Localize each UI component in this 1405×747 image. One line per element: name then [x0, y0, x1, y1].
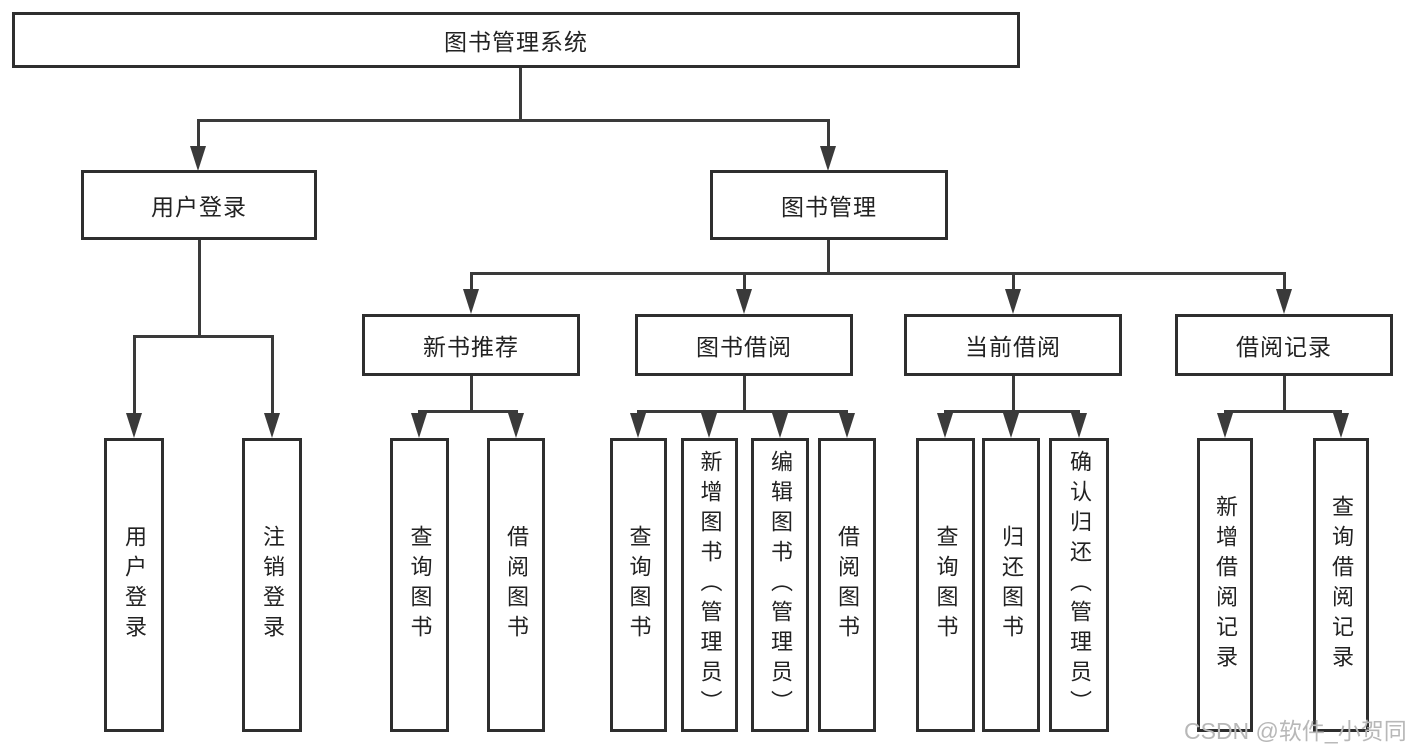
connector-borrow-record-hline: [1224, 410, 1342, 413]
leaf-add-borrow-record: 新增借阅记录: [1197, 438, 1253, 732]
leaf-borrow-books-recommend-label: 借阅图书: [504, 525, 529, 645]
arrow-down-icon: [1003, 413, 1019, 438]
node-new-book-recommend: 新书推荐: [362, 314, 580, 376]
connector-book-borrow-hline: [637, 410, 848, 413]
arrow-down-icon: [937, 413, 953, 438]
leaf-add-borrow-record-label: 新增借阅记录: [1213, 495, 1238, 675]
leaf-query-books-recommend-label: 查询图书: [407, 525, 433, 645]
arrow-down-icon: [264, 413, 280, 438]
arrow-down-icon: [190, 146, 206, 171]
connector-root-trunk: [519, 68, 522, 121]
arrow-down-icon: [126, 413, 142, 438]
arrow-down-icon: [1005, 289, 1021, 314]
leaf-query-books-current: 查询图书: [916, 438, 975, 732]
arrow-down-icon: [508, 413, 524, 438]
connector-new-book-trunk: [470, 376, 473, 412]
node-borrow-record-label: 借阅记录: [1236, 334, 1332, 360]
node-library-system-label: 图书管理系统: [444, 29, 588, 55]
leaf-query-books-recommend: 查询图书: [390, 438, 449, 732]
leaf-return-books: 归还图书: [982, 438, 1040, 732]
node-book-management-label: 图书管理: [781, 194, 877, 220]
connector-new-book-hline: [418, 410, 518, 413]
connector-borrow-record-trunk: [1283, 376, 1286, 412]
connector-to-new-book: [470, 272, 473, 294]
connector-level3-hline: [470, 272, 1286, 275]
leaf-confirm-return-admin-label: 确认归还（管理员）: [1067, 450, 1092, 720]
connector-to-book-borrow: [743, 272, 746, 294]
leaf-query-books-borrow: 查询图书: [610, 438, 667, 732]
csdn-watermark: CSDN @软件_小贺同学: [1184, 718, 1405, 744]
arrow-down-icon: [820, 146, 836, 171]
connector-to-user-login: [197, 119, 200, 149]
leaf-query-books-current-label: 查询图书: [933, 525, 959, 645]
node-user-login: 用户登录: [81, 170, 317, 240]
arrow-down-icon: [1333, 413, 1349, 438]
connector-to-current-borrow: [1012, 272, 1015, 294]
leaf-add-book-admin-label: 新增图书（管理员）: [697, 450, 723, 720]
node-current-borrow: 当前借阅: [904, 314, 1122, 376]
leaf-user-login-label: 用户登录: [122, 525, 147, 645]
leaf-user-login: 用户登录: [104, 438, 164, 732]
connector-book-borrow-trunk: [743, 376, 746, 412]
arrow-down-icon: [411, 413, 427, 438]
connector-user-login-hline: [133, 335, 274, 338]
arrow-down-icon: [1276, 289, 1292, 314]
connector-root-hline: [197, 119, 830, 122]
arrow-down-icon: [630, 413, 646, 438]
arrow-down-icon: [1217, 413, 1233, 438]
connector-to-book-management: [827, 119, 830, 149]
arrow-down-icon: [772, 413, 788, 438]
node-new-book-recommend-label: 新书推荐: [423, 334, 519, 360]
leaf-borrow-books-recommend: 借阅图书: [487, 438, 545, 732]
leaf-query-books-borrow-label: 查询图书: [626, 525, 652, 645]
connector-current-borrow-trunk: [1012, 376, 1015, 412]
node-user-login-label: 用户登录: [151, 194, 247, 220]
node-book-borrow: 图书借阅: [635, 314, 853, 376]
leaf-borrow-books: 借阅图书: [818, 438, 876, 732]
arrow-down-icon: [736, 289, 752, 314]
leaf-query-borrow-record-label: 查询借阅记录: [1329, 495, 1354, 675]
connector-current-borrow-hline: [944, 410, 1080, 413]
leaf-query-borrow-record: 查询借阅记录: [1313, 438, 1369, 732]
leaf-confirm-return-admin: 确认归还（管理员）: [1049, 438, 1109, 732]
node-current-borrow-label: 当前借阅: [965, 334, 1061, 360]
node-book-borrow-label: 图书借阅: [696, 334, 792, 360]
node-library-system: 图书管理系统: [12, 12, 1020, 68]
leaf-borrow-books-label: 借阅图书: [835, 525, 860, 645]
leaf-logout: 注销登录: [242, 438, 302, 732]
leaf-add-book-admin: 新增图书（管理员）: [681, 438, 738, 732]
arrow-down-icon: [701, 413, 717, 438]
connector-to-leaf-logout: [271, 335, 274, 415]
leaf-logout-label: 注销登录: [260, 525, 285, 645]
arrow-down-icon: [1071, 413, 1087, 438]
arrow-down-icon: [839, 413, 855, 438]
leaf-edit-book-admin-label: 编辑图书（管理员）: [768, 450, 793, 720]
node-borrow-record: 借阅记录: [1175, 314, 1393, 376]
connector-book-management-trunk: [827, 240, 830, 274]
leaf-edit-book-admin: 编辑图书（管理员）: [751, 438, 809, 732]
node-book-management: 图书管理: [710, 170, 948, 240]
connector-to-borrow-record: [1283, 272, 1286, 294]
connector-to-leaf-user-login: [133, 335, 136, 415]
arrow-down-icon: [463, 289, 479, 314]
leaf-return-books-label: 归还图书: [999, 525, 1024, 645]
connector-user-login-trunk: [198, 240, 201, 337]
